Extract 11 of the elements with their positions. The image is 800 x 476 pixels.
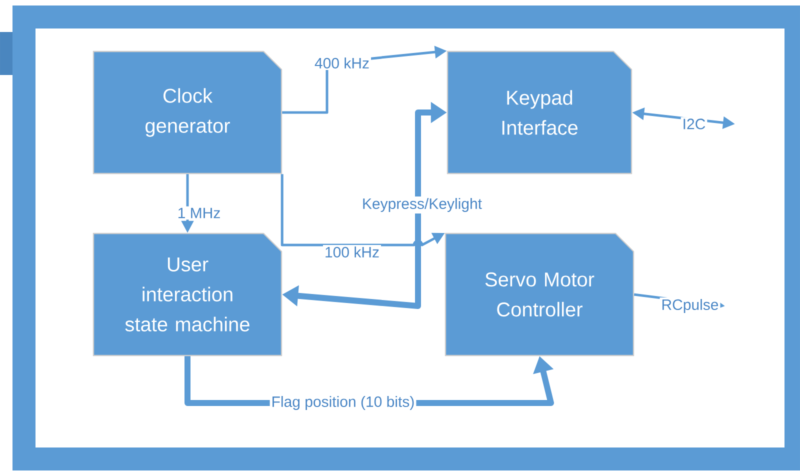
process-box: User interaction state machine <box>92 232 282 356</box>
edge-label: 400 kHz <box>313 56 372 70</box>
process-box: Clock generator <box>92 50 282 174</box>
edge-label: 1 MHz <box>176 206 222 220</box>
edge-label: Keypress/Keylight <box>360 196 484 214</box>
process-box: Servo Motor Controller <box>444 232 634 356</box>
edge-label: I2C <box>680 117 708 131</box>
process-box: Keypad Interface <box>446 50 632 174</box>
edge-label: 100 kHz <box>323 244 382 259</box>
edge-label: RCpulse <box>660 298 720 314</box>
edge-label: Flag position (10 bits) <box>270 394 416 412</box>
